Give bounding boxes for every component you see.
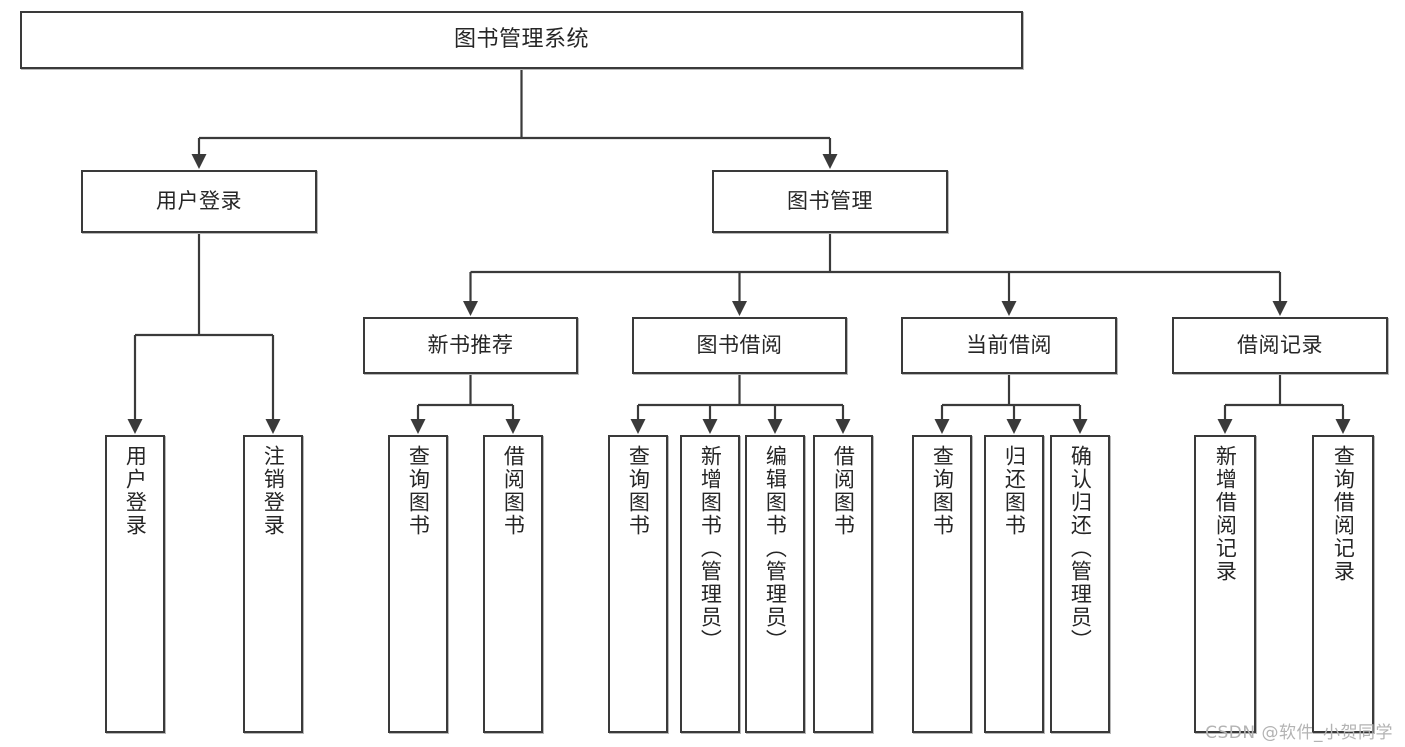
arrowhead-l3_0 <box>463 301 478 316</box>
node-label: 查询图书 <box>930 445 955 537</box>
node-l4_1[interactable]: 注销登录 <box>243 435 303 733</box>
arrowhead-l4_10 <box>1072 419 1088 434</box>
node-l4_8[interactable]: 查询图书 <box>912 435 972 733</box>
arrowhead-l4_5 <box>702 419 718 434</box>
arrowhead-l4_11 <box>1217 419 1233 434</box>
arrowhead-l4_3 <box>505 419 521 434</box>
arrowhead-l4_1 <box>265 419 281 434</box>
node-l3_0[interactable]: 新书推荐 <box>363 317 578 374</box>
node-label: 确认归还（管理员） <box>1068 445 1093 652</box>
arrowhead-l3_3 <box>1272 301 1288 316</box>
node-l3_3[interactable]: 借阅记录 <box>1172 317 1388 374</box>
node-l4_12[interactable]: 查询借阅记录 <box>1312 435 1374 733</box>
arrowhead-l3_2 <box>1001 301 1017 316</box>
node-l4_7[interactable]: 借阅图书 <box>813 435 873 733</box>
node-root[interactable]: 图书管理系统 <box>20 11 1023 69</box>
node-label: 注销登录 <box>261 445 286 537</box>
arrowhead-l3_1 <box>732 301 747 316</box>
arrowhead-l4_7 <box>835 419 851 434</box>
node-l4_10[interactable]: 确认归还（管理员） <box>1050 435 1110 733</box>
node-label: 新书推荐 <box>427 332 514 357</box>
node-l4_6[interactable]: 编辑图书（管理员） <box>745 435 805 733</box>
arrowhead-l4_4 <box>630 419 646 434</box>
watermark-label: CSDN @软件_小贺同学 <box>1205 723 1393 743</box>
node-label: 借阅图书 <box>501 445 526 537</box>
node-label: 当前借阅 <box>966 332 1052 357</box>
arrowhead-l2_0 <box>191 154 207 169</box>
node-l4_11[interactable]: 新增借阅记录 <box>1194 435 1256 733</box>
node-label: 新增图书（管理员） <box>698 445 723 652</box>
node-label: 图书借阅 <box>696 332 783 357</box>
node-label: 查询图书 <box>626 445 651 537</box>
arrowhead-l4_6 <box>767 419 783 434</box>
node-label: 图书管理 <box>787 188 873 213</box>
arrowhead-l4_12 <box>1335 419 1351 434</box>
node-label: 查询借阅记录 <box>1331 445 1356 583</box>
node-label: 编辑图书（管理员） <box>763 445 788 652</box>
node-l4_5[interactable]: 新增图书（管理员） <box>680 435 740 733</box>
node-l4_2[interactable]: 查询图书 <box>388 435 448 733</box>
node-label: 归还图书 <box>1002 445 1027 537</box>
node-label: 借阅记录 <box>1237 332 1323 357</box>
node-l4_0[interactable]: 用户登录 <box>105 435 165 733</box>
node-label: 查询图书 <box>406 445 431 537</box>
node-l2_0[interactable]: 用户登录 <box>81 170 317 233</box>
node-label: 借阅图书 <box>831 445 856 537</box>
arrowhead-l4_9 <box>1006 419 1022 434</box>
node-label: 新增借阅记录 <box>1213 445 1238 583</box>
node-l4_4[interactable]: 查询图书 <box>608 435 668 733</box>
node-l4_3[interactable]: 借阅图书 <box>483 435 543 733</box>
arrowhead-l2_1 <box>822 154 838 169</box>
node-label: 图书管理系统 <box>453 26 589 52</box>
node-l4_9[interactable]: 归还图书 <box>984 435 1044 733</box>
node-l3_1[interactable]: 图书借阅 <box>632 317 847 374</box>
node-l3_2[interactable]: 当前借阅 <box>901 317 1117 374</box>
arrowhead-l4_8 <box>934 419 950 434</box>
node-label: 用户登录 <box>123 445 148 537</box>
arrowhead-l4_2 <box>410 419 426 434</box>
node-label: 用户登录 <box>156 188 242 213</box>
arrowhead-l4_0 <box>127 419 143 434</box>
node-l2_1[interactable]: 图书管理 <box>712 170 948 233</box>
